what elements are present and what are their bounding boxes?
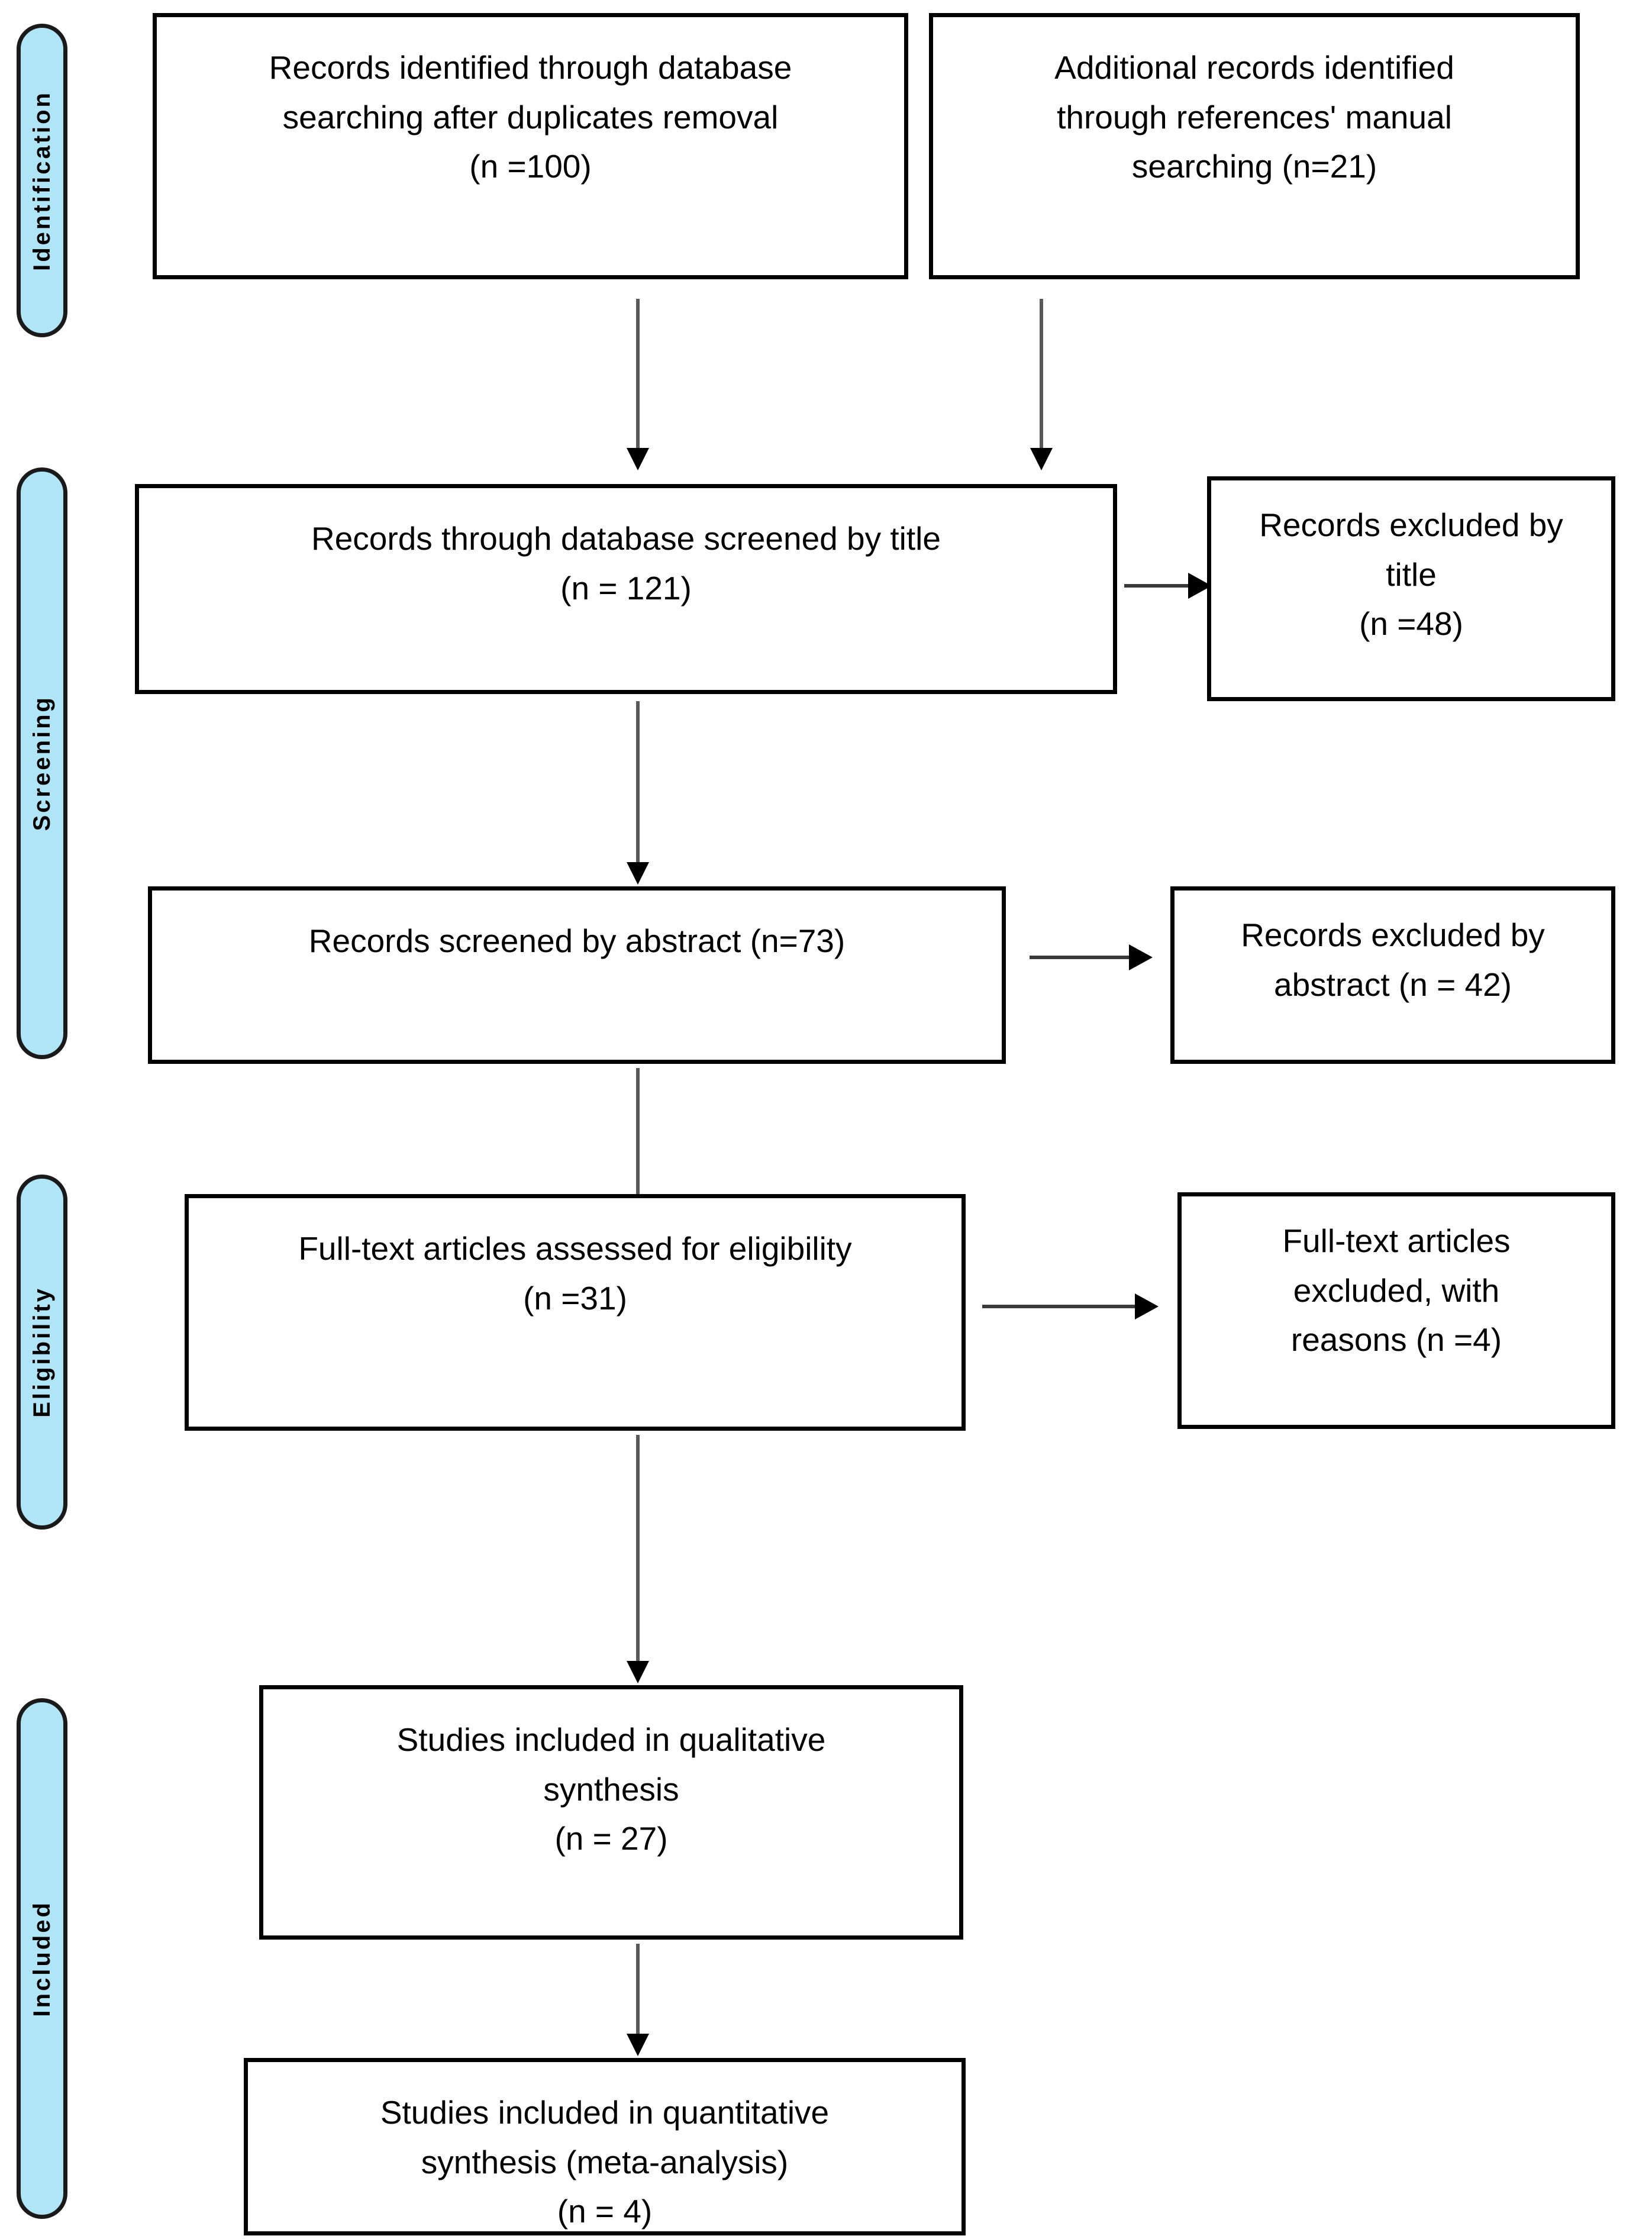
box-text-additional-records-manual: Additional records identified through re…: [1054, 49, 1454, 185]
arrow-shaft: [982, 1305, 1137, 1308]
arrow-head: [627, 448, 649, 470]
arrow-shaft: [636, 701, 640, 862]
stage-label-eligibility: Eligibility: [29, 1286, 55, 1418]
box-text-fulltext-excluded-with-reasons: Full-text articles excluded, with reason…: [1282, 1222, 1511, 1359]
stage-label-screening: Screening: [29, 695, 55, 831]
box-text-studies-included-quantitative: Studies included in quantitative synthes…: [380, 2094, 830, 2230]
stage-label-identification: Identification: [29, 90, 55, 271]
arrow-shaft: [1040, 299, 1043, 448]
box-records-screened-by-title: Records through database screened by tit…: [135, 484, 1117, 694]
arrow-shaft: [636, 1068, 640, 1217]
box-additional-records-manual: Additional records identified through re…: [929, 13, 1580, 279]
box-text-records-excluded-by-abstract: Records excluded by abstract (n = 42): [1241, 917, 1545, 1003]
arrow-head: [627, 2034, 649, 2056]
box-fulltext-excluded-with-reasons: Full-text articles excluded, with reason…: [1177, 1192, 1615, 1429]
box-records-identified-database: Records identified through database sear…: [153, 13, 908, 279]
stage-tab-included: Included: [17, 1698, 67, 2219]
stage-tab-eligibility: Eligibility: [17, 1175, 67, 1530]
arrow-head: [1030, 448, 1053, 470]
box-fulltext-assessed-eligibility: Full-text articles assessed for eligibil…: [185, 1194, 966, 1431]
box-text-studies-included-qualitative: Studies included in qualitative synthesi…: [396, 1721, 826, 1857]
arrow-head: [627, 862, 649, 885]
arrow-head: [627, 1661, 649, 1683]
stage-label-included: Included: [29, 1900, 55, 2017]
arrow-shaft: [1030, 956, 1130, 959]
box-text-records-identified-database: Records identified through database sear…: [269, 49, 792, 185]
arrow-shaft: [1124, 584, 1189, 588]
arrow-shaft: [636, 1944, 640, 2034]
box-records-screened-by-abstract: Records screened by abstract (n=73): [148, 886, 1006, 1064]
box-text-records-excluded-by-title: Records excluded by title (n =48): [1259, 506, 1563, 643]
box-text-records-screened-by-title: Records through database screened by tit…: [311, 520, 941, 606]
arrow-head: [1129, 944, 1153, 970]
stage-tab-identification: Identification: [17, 24, 67, 337]
box-text-fulltext-assessed-eligibility: Full-text articles assessed for eligibil…: [298, 1230, 852, 1317]
box-records-excluded-by-title: Records excluded by title (n =48): [1207, 476, 1615, 701]
box-studies-included-quantitative: Studies included in quantitative synthes…: [244, 2058, 966, 2235]
arrow-shaft: [636, 299, 640, 448]
stage-tab-screening: Screening: [17, 467, 67, 1059]
box-records-excluded-by-abstract: Records excluded by abstract (n = 42): [1170, 886, 1615, 1064]
box-text-records-screened-by-abstract: Records screened by abstract (n=73): [308, 922, 846, 959]
arrow-head: [1135, 1293, 1159, 1319]
arrow-shaft: [636, 1435, 640, 1661]
box-studies-included-qualitative: Studies included in qualitative synthesi…: [259, 1685, 963, 1940]
